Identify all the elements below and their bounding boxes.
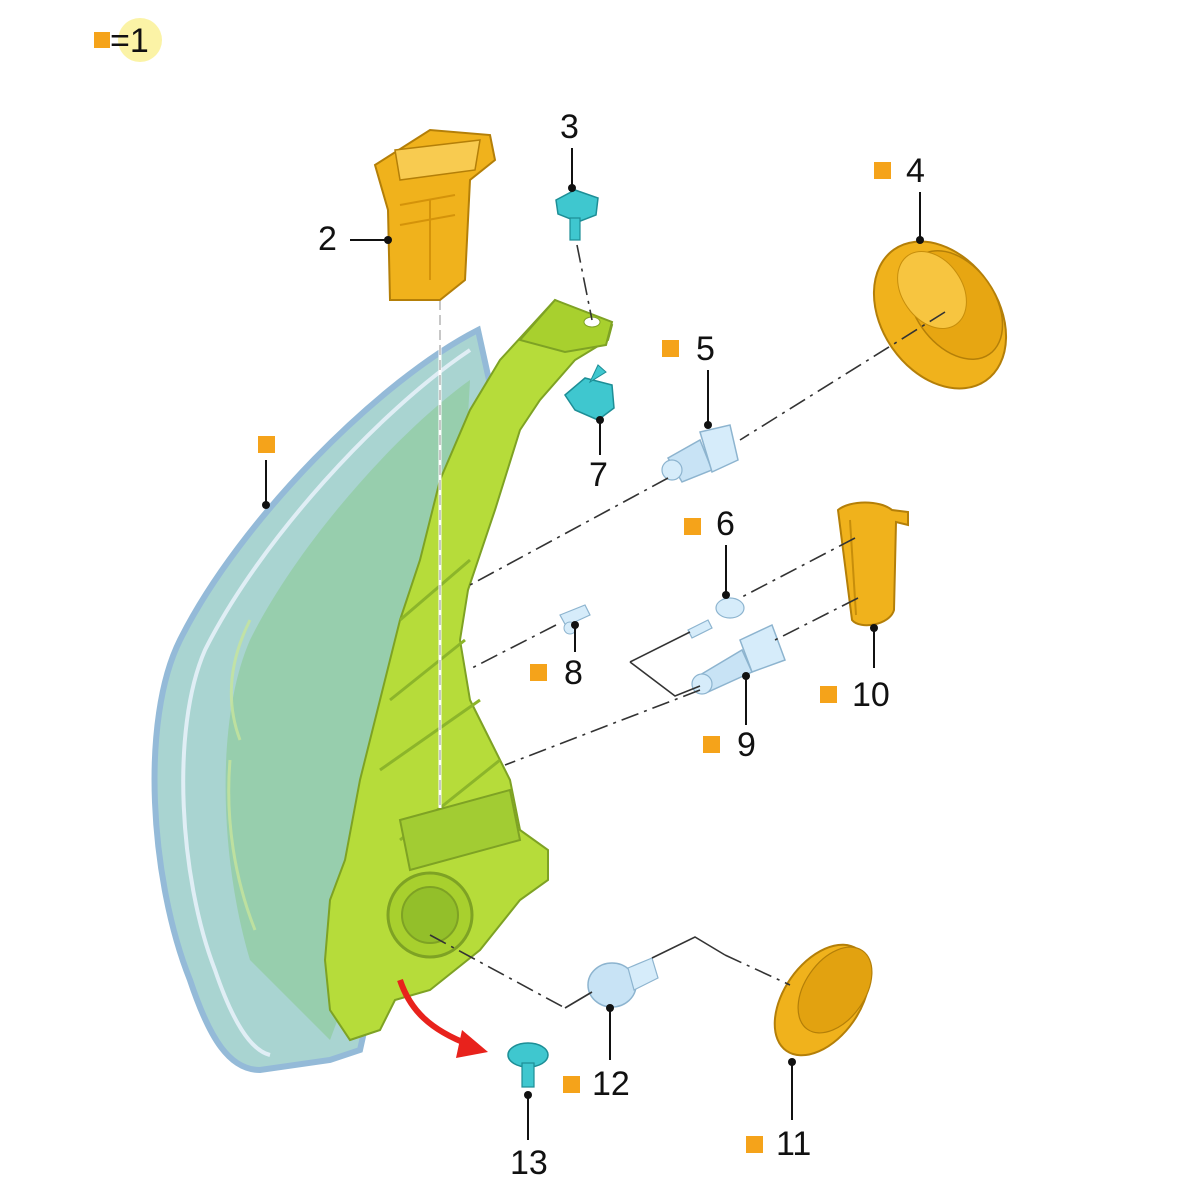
bulb-part-6: [687, 597, 745, 639]
callout-labels: 2 3 4 5 6 7 8 9 10 11 12 13: [258, 108, 925, 1182]
bulb-part-9: [691, 623, 786, 695]
callout-4: 4: [906, 152, 925, 190]
screw-guide-line: [576, 244, 593, 321]
cap-part-11: [773, 943, 873, 1057]
headlamp-housing: [323, 298, 614, 1042]
callout-8: 8: [564, 654, 583, 692]
callout-9: 9: [737, 726, 756, 764]
callout-6-marker-icon: [684, 518, 701, 535]
cap-part-10: [836, 501, 909, 627]
callout-7: 7: [589, 456, 608, 494]
callout-11-marker-icon: [746, 1136, 763, 1153]
control-module-part: [373, 128, 497, 301]
assembly-guide-lines: [429, 311, 946, 1009]
screw-part-3: [555, 189, 599, 241]
callout-4-marker-icon: [874, 162, 891, 179]
callout-3: 3: [560, 108, 579, 146]
bulb-part-12: [587, 957, 659, 1008]
callout-housing-marker-icon: [258, 436, 275, 453]
callout-12: 12: [592, 1065, 630, 1103]
callout-5: 5: [696, 330, 715, 368]
bulb-part-5: [661, 424, 739, 483]
callout-6: 6: [716, 505, 735, 543]
screw-part-13: [507, 1042, 549, 1088]
callout-10-marker-icon: [820, 686, 837, 703]
callout-12-marker-icon: [563, 1076, 580, 1093]
direction-arrow-icon: [397, 979, 488, 1058]
callout-leaders: [262, 148, 924, 1140]
callout-5-marker-icon: [662, 340, 679, 357]
legend: =1: [94, 18, 162, 62]
callout-9-marker-icon: [703, 736, 720, 753]
callout-8-marker-icon: [530, 664, 547, 681]
legend-text: =1: [110, 22, 149, 60]
legend-highlight: [118, 18, 162, 62]
clip-part-7: [564, 364, 615, 421]
legend-marker-icon: [94, 32, 110, 48]
callout-2: 2: [318, 220, 337, 258]
callout-13: 13: [510, 1144, 548, 1182]
callout-11: 11: [776, 1125, 811, 1163]
headlamp-assembly: [151, 298, 614, 1074]
callout-10: 10: [852, 676, 890, 714]
